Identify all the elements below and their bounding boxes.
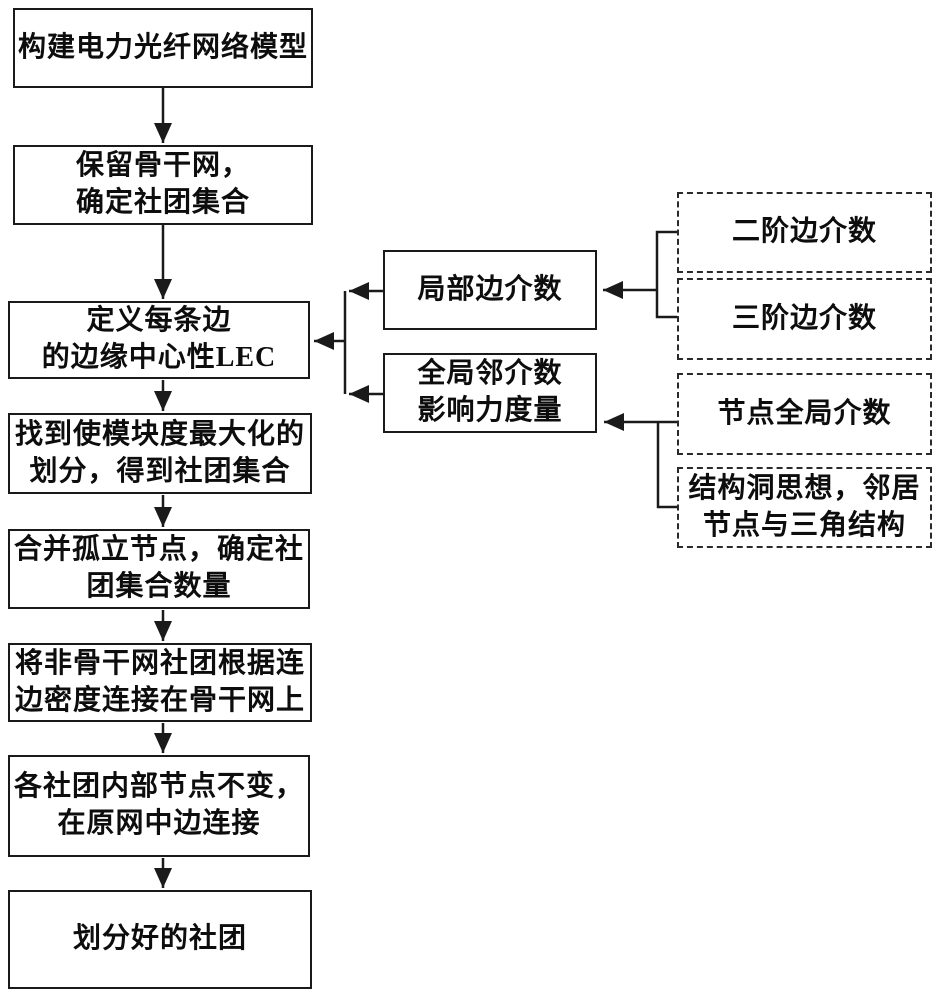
step-merge-isolated-nodes: 合并孤立节点，确定社 团集合数量 — [8, 529, 310, 609]
bracket-edge-orders — [655, 230, 677, 319]
metric-global-neighbor-influence: 全局邻介数 影响力度量 — [383, 353, 597, 433]
detail-structural-hole-triangle: 结构洞思想，邻居 节点与三角结构 — [677, 467, 932, 548]
bracket-node-structure — [656, 422, 677, 509]
detail-node-global-betweenness: 节点全局介数 — [677, 373, 932, 455]
metric-local-edge-betweenness: 局部边介数 — [383, 250, 597, 330]
step-attach-nonbackbone-communities: 将非骨干网社团根据连 边密度连接在骨干网上 — [8, 643, 312, 722]
detail-third-order-edge-betweenness: 三阶边介数 — [677, 278, 932, 360]
step-keep-backbone-define-communities: 保留骨干网， 确定社团集合 — [13, 145, 313, 225]
detail-second-order-edge-betweenness: 二阶边介数 — [677, 192, 932, 273]
step-maximize-modularity-partition: 找到使模块度最大化的 划分，得到社团集合 — [8, 413, 312, 494]
step-keep-internal-nodes-reconnect-edges: 各社团内部节点不变， 在原网中边连接 — [8, 755, 310, 857]
step-final-partitioned-communities: 划分好的社团 — [8, 890, 312, 989]
step-define-edge-centrality-lec: 定义每条边 的边缘中心性LEC — [8, 301, 310, 379]
step-build-power-fiber-network-model: 构建电力光纤网络模型 — [13, 8, 313, 88]
